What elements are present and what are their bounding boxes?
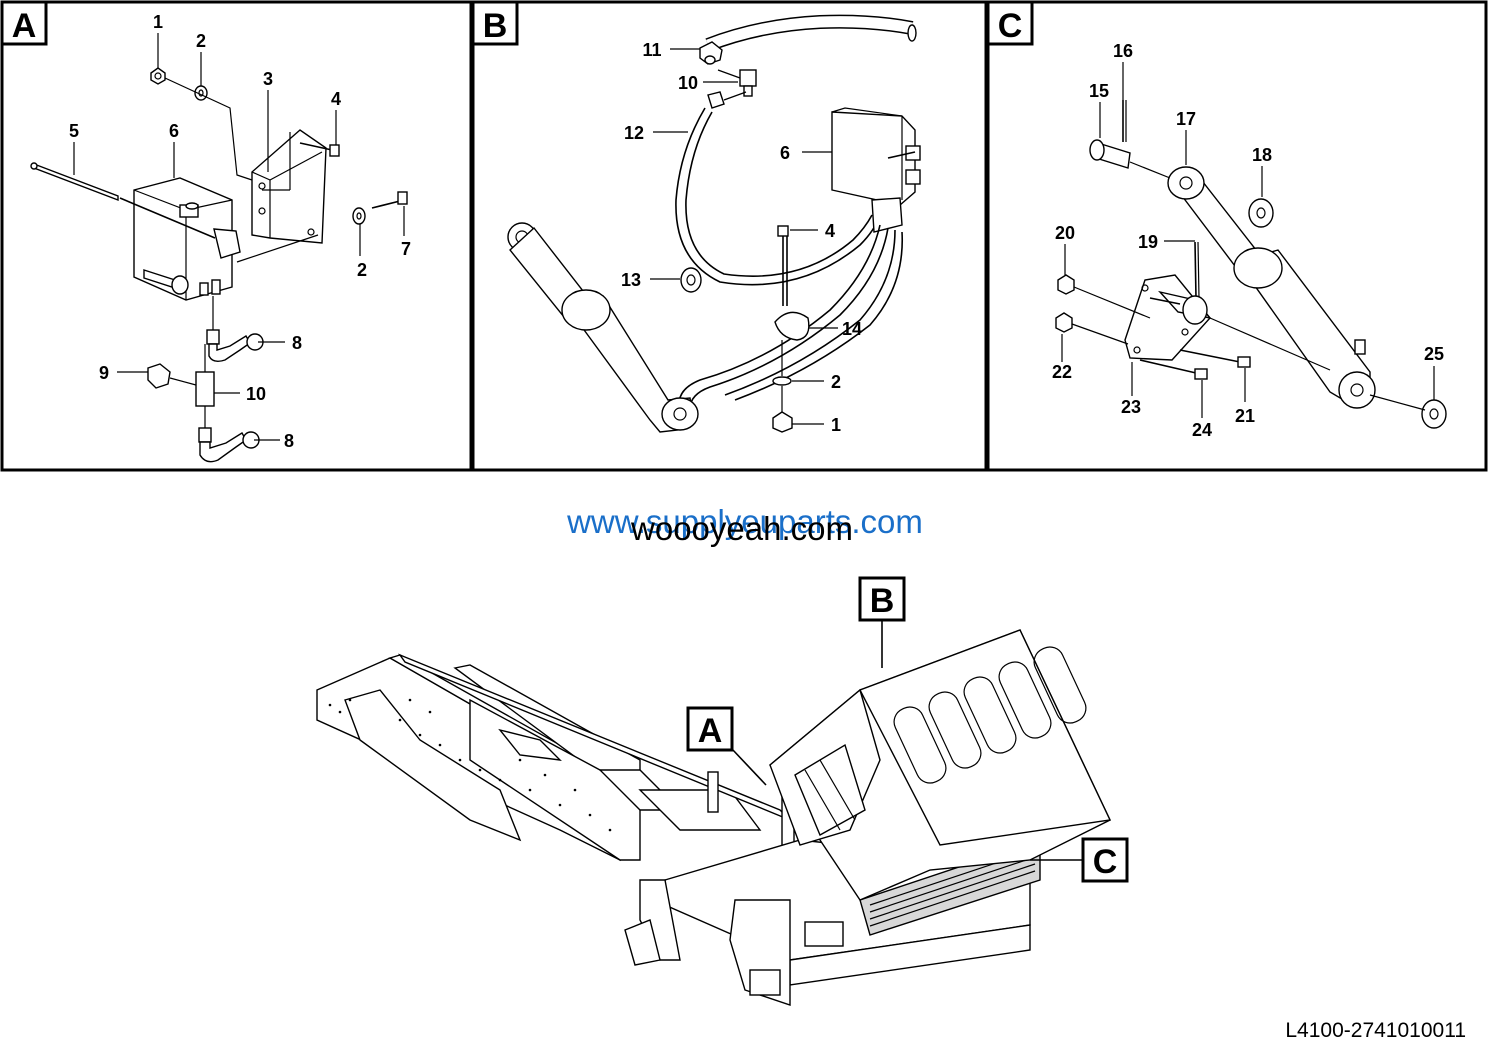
- watermark-url-1: www.supplyeuparts.com: [566, 503, 923, 540]
- callout-a-1: 1: [153, 12, 163, 32]
- panel-a-leaders: [73, 33, 405, 441]
- callout-c-15: 15: [1089, 81, 1109, 101]
- panel-c-letter: C: [998, 7, 1023, 45]
- panel-frames: [0, 0, 1488, 472]
- callout-a-5: 5: [69, 121, 79, 141]
- callout-a-10: 10: [246, 384, 266, 404]
- panel-c-callouts: 16 15 17 18 20 19 22 23 24 21 25: [1052, 41, 1444, 440]
- panel-c-leaders: [1061, 62, 1435, 418]
- callout-b-2: 2: [831, 372, 841, 392]
- callout-a-7: 7: [401, 239, 411, 259]
- panel-a-letter-box: A: [0, 0, 48, 46]
- watermark-url-2: woooyeah.com: [630, 510, 853, 547]
- callout-a-2: 2: [196, 31, 206, 51]
- panel-a-callouts: 1 2 3 4 5 6 7 2 8 9 10 8: [69, 12, 411, 451]
- panel-a-letter: A: [12, 7, 37, 45]
- callout-b-13: 13: [621, 270, 641, 290]
- callout-a-9: 9: [99, 363, 109, 383]
- callout-c-19: 19: [1138, 232, 1158, 252]
- callout-b-14: 14: [842, 319, 862, 339]
- panel-b-leaders: [650, 48, 838, 425]
- callout-c-24: 24: [1192, 420, 1212, 440]
- overview-label-b: B: [858, 576, 906, 668]
- callout-a-4: 4: [331, 89, 341, 109]
- overview-label-a: A: [686, 706, 767, 786]
- callout-c-22: 22: [1052, 362, 1072, 382]
- overview-label-a-text: A: [698, 712, 723, 750]
- watermark: www.supplyeuparts.com woooyeah.com: [566, 503, 923, 547]
- callout-c-25: 25: [1424, 344, 1444, 364]
- panel-c-letter-box: C: [986, 0, 1034, 46]
- panel-b-cylinder: [507, 222, 699, 433]
- callout-a-8b: 8: [284, 431, 294, 451]
- panel-a-drawing: [30, 67, 408, 463]
- panel-c-cylinder: [1167, 166, 1376, 409]
- callout-b-6: 6: [780, 143, 790, 163]
- panel-b-letter: B: [483, 7, 508, 45]
- drawing-code: L4100-2741010011: [1285, 1019, 1466, 1042]
- callout-b-1: 1: [831, 415, 841, 435]
- overview-label-c: C: [1030, 837, 1129, 883]
- panel-b-callouts: 11 10 12 6 4 13 14 2 1: [621, 40, 862, 435]
- callout-b-10: 10: [678, 73, 698, 93]
- callout-c-18: 18: [1252, 145, 1272, 165]
- callout-a-3: 3: [263, 69, 273, 89]
- callout-b-11: 11: [642, 40, 661, 60]
- callout-c-16: 16: [1113, 41, 1133, 61]
- callout-c-17: 17: [1176, 109, 1196, 129]
- panel-b-letter-box: B: [471, 0, 519, 46]
- callout-a-6: 6: [169, 121, 179, 141]
- overview-label-c-text: C: [1093, 843, 1118, 881]
- callout-c-21: 21: [1235, 406, 1255, 426]
- overview-machine: [316, 629, 1112, 1006]
- callout-c-20: 20: [1055, 223, 1075, 243]
- callout-b-4: 4: [825, 221, 835, 241]
- callout-b-12: 12: [624, 123, 644, 143]
- callout-a-2b: 2: [357, 260, 367, 280]
- panel-b-drawing: [507, 14, 921, 433]
- callout-c-23: 23: [1121, 397, 1141, 417]
- overview-label-b-text: B: [870, 582, 895, 620]
- callout-a-8: 8: [292, 333, 302, 353]
